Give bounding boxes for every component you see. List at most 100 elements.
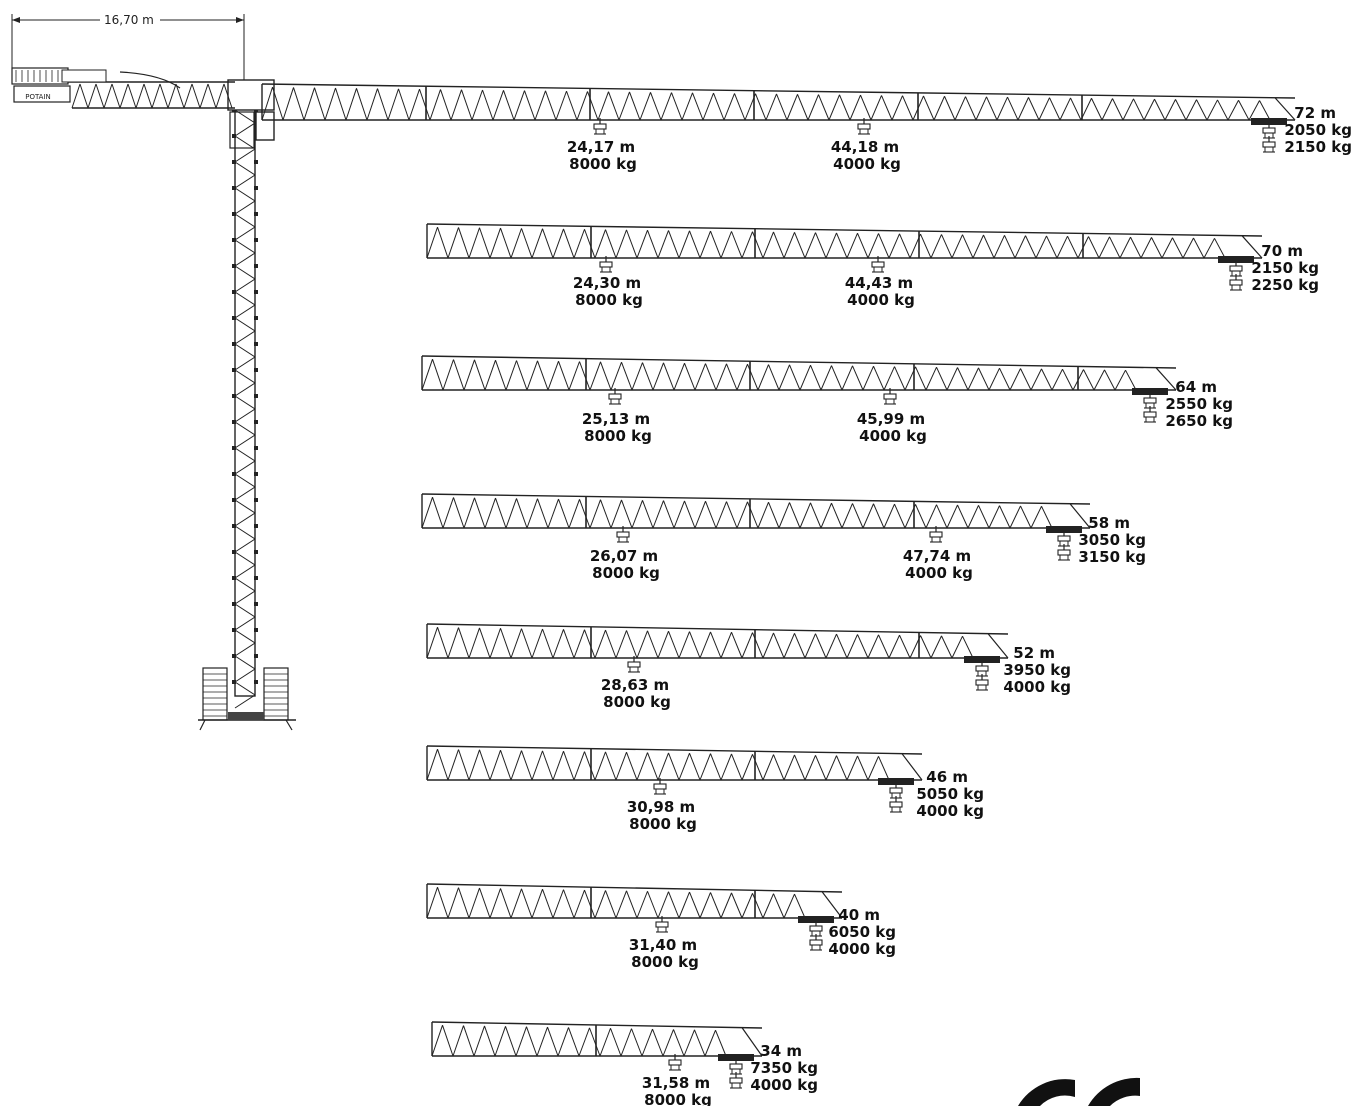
jib-length-label: 70 m — [1261, 242, 1303, 260]
tip-load-label: 4000 kg — [828, 940, 896, 958]
jib-lattice — [421, 496, 1053, 529]
tip-trolley — [1132, 388, 1168, 423]
jib-lattice — [431, 1025, 727, 1057]
load-point-load: 8000 kg — [569, 155, 637, 173]
jib-length-label: 72 m — [1294, 104, 1336, 122]
tower-mast — [232, 107, 258, 709]
load-point-distance: 24,30 m — [573, 274, 641, 292]
jib-length-label: 52 m — [1013, 644, 1055, 662]
tip-load-label: 2250 kg — [1251, 276, 1319, 294]
load-point-distance: 24,17 m — [567, 138, 635, 156]
jib-length-label: 64 m — [1175, 378, 1217, 396]
jib-lattice — [426, 226, 1226, 259]
jib-length-label: 46 m — [926, 768, 968, 786]
tip-trolley — [798, 916, 834, 951]
crane-base — [198, 667, 296, 731]
jib-lattice — [421, 359, 1137, 391]
tip-load-label: 4000 kg — [750, 1076, 818, 1094]
load-point-distance: 45,99 m — [857, 410, 925, 428]
tip-trolley — [718, 1054, 754, 1089]
jib-length-label: 58 m — [1088, 514, 1130, 532]
tip-load-label: 6050 kg — [828, 923, 896, 941]
load-point-load: 8000 kg — [575, 291, 643, 309]
tip-load-label: 2550 kg — [1165, 395, 1233, 413]
tip-load-label: 7350 kg — [750, 1059, 818, 1077]
load-point-distance: 28,63 m — [601, 676, 669, 694]
jib-length-label: 34 m — [760, 1042, 802, 1060]
counter-jib: POTAIN — [11, 67, 235, 109]
counter-jib-dimension-label: 16,70 m — [104, 13, 154, 27]
load-point-distance: 44,18 m — [831, 138, 899, 156]
svg-text:POTAIN: POTAIN — [25, 93, 51, 101]
jib-lattice — [426, 627, 974, 659]
tip-trolley — [1218, 256, 1254, 291]
tip-trolley — [1251, 118, 1287, 153]
load-point-load: 4000 kg — [859, 427, 927, 445]
load-point-distance: 31,40 m — [629, 936, 697, 954]
tip-trolley — [964, 656, 1000, 691]
tip-load-label: 2150 kg — [1251, 259, 1319, 277]
jib-top-chord — [261, 83, 1296, 99]
jib-top-chord — [426, 883, 843, 893]
load-point-load: 8000 kg — [603, 693, 671, 711]
tip-trolley — [878, 778, 914, 813]
tip-load-label: 3050 kg — [1078, 531, 1146, 549]
tip-load-label: 2150 kg — [1284, 138, 1352, 156]
load-point-load: 8000 kg — [584, 427, 652, 445]
jib-lattice — [426, 749, 890, 781]
jib-top-chord — [426, 223, 1263, 237]
tip-load-label: 4000 kg — [1003, 678, 1071, 696]
load-point-distance: 26,07 m — [590, 547, 658, 565]
tip-load-label: 3150 kg — [1078, 548, 1146, 566]
jib-top-chord — [431, 1021, 763, 1029]
jib-lattice — [426, 887, 806, 919]
load-point-load: 8000 kg — [631, 953, 699, 971]
jib-top-chord — [426, 745, 923, 755]
load-point-distance: 30,98 m — [627, 798, 695, 816]
load-point-load: 4000 kg — [847, 291, 915, 309]
load-point-distance: 25,13 m — [582, 410, 650, 428]
load-point-load: 4000 kg — [905, 564, 973, 582]
load-point-distance: 31,58 m — [642, 1074, 710, 1092]
load-point-load: 8000 kg — [629, 815, 697, 833]
tip-trolley — [1046, 526, 1082, 561]
load-point-load: 4000 kg — [833, 155, 901, 173]
tip-load-label: 3950 kg — [1003, 661, 1071, 679]
tip-load-label: 2650 kg — [1165, 412, 1233, 430]
load-point-distance: 47,74 m — [903, 547, 971, 565]
jib-length-label: 40 m — [838, 906, 880, 924]
load-point-distance: 44,43 m — [845, 274, 913, 292]
jib-top-chord — [421, 493, 1091, 505]
tip-load-label: 5050 kg — [916, 785, 984, 803]
jib-top-chord — [421, 355, 1177, 369]
ce-mark — [1018, 1077, 1140, 1106]
tip-load-label: 4000 kg — [916, 802, 984, 820]
counter-jib-dimension: 16,70 m — [11, 13, 245, 80]
jib-top-chord — [426, 623, 1009, 635]
load-point-load: 8000 kg — [592, 564, 660, 582]
load-point-load: 8000 kg — [644, 1091, 712, 1106]
tip-load-label: 2050 kg — [1284, 121, 1352, 139]
